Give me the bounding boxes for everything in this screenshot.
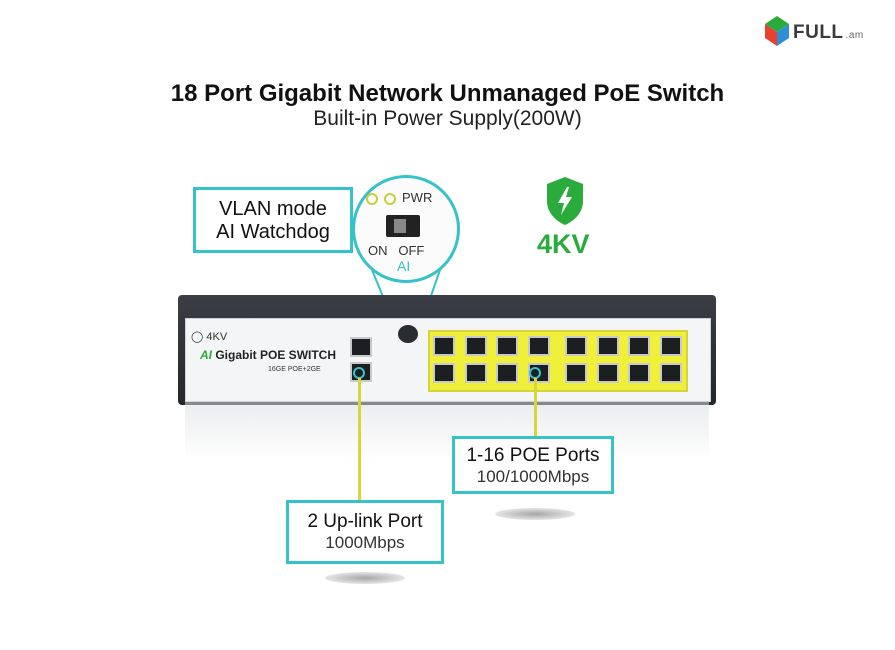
device-brand: ◯ 4KV: [191, 331, 228, 343]
logo-text: FULL.am: [793, 22, 864, 43]
uplink-callout: 2 Up-link Port 1000Mbps: [286, 500, 444, 564]
poe-port: [464, 336, 487, 356]
ai-label: AI: [397, 258, 411, 274]
page-subtitle: Built-in Power Supply(200W): [313, 107, 582, 130]
poe-port: [628, 363, 650, 383]
device-spec: 16GE POE+2GE: [268, 366, 321, 373]
uplink-leader-line: [358, 378, 361, 513]
vlan-line1: VLAN mode: [219, 198, 327, 220]
uplink-callout-shadow: [325, 572, 405, 584]
dip-switch-knob: [394, 219, 406, 233]
device-dip-switch: [398, 325, 418, 343]
lightning-shield-icon: [547, 177, 583, 225]
poe-port: [527, 336, 550, 356]
poe-ports-callout: 1-16 POE Ports 100/1000Mbps: [452, 436, 614, 494]
poe-line1: 1-16 POE Ports: [466, 445, 600, 466]
switch-reflection: [185, 402, 709, 462]
full-am-logo: [765, 16, 789, 46]
uplink-line1: 2 Up-link Port: [307, 511, 423, 532]
vlan-callout: VLAN mode AI Watchdog: [193, 187, 353, 253]
poe-callout-shadow: [495, 508, 575, 520]
poe-port: [596, 363, 619, 383]
on-off-labels: ON OFF: [368, 243, 425, 258]
led-icon: [384, 192, 396, 205]
device-model: AI Gigabit POE SWITCH: [200, 348, 337, 362]
page-title: 18 Port Gigabit Network Unmanaged PoE Sw…: [170, 80, 725, 107]
poe-leader-line: [534, 378, 537, 438]
poe-port: [565, 336, 587, 356]
4kv-label: 4KV: [537, 229, 590, 259]
uplink-port: [350, 337, 372, 357]
led-icon: [366, 192, 378, 205]
poe-port: [659, 336, 682, 356]
poe-port: [659, 363, 682, 383]
led-indicators: PWR: [366, 190, 432, 205]
poe-port: [496, 363, 518, 383]
poe-port: [565, 363, 587, 383]
vlan-line2: AI Watchdog: [216, 221, 330, 243]
poe-port: [628, 336, 650, 356]
poe-line2: 100/1000Mbps: [476, 467, 590, 486]
poe-port: [433, 336, 455, 356]
poe-port: [496, 336, 518, 356]
uplink-line2: 1000Mbps: [325, 533, 405, 552]
poe-port: [433, 363, 455, 383]
poe-port: [596, 336, 619, 356]
poe-port: [464, 363, 487, 383]
